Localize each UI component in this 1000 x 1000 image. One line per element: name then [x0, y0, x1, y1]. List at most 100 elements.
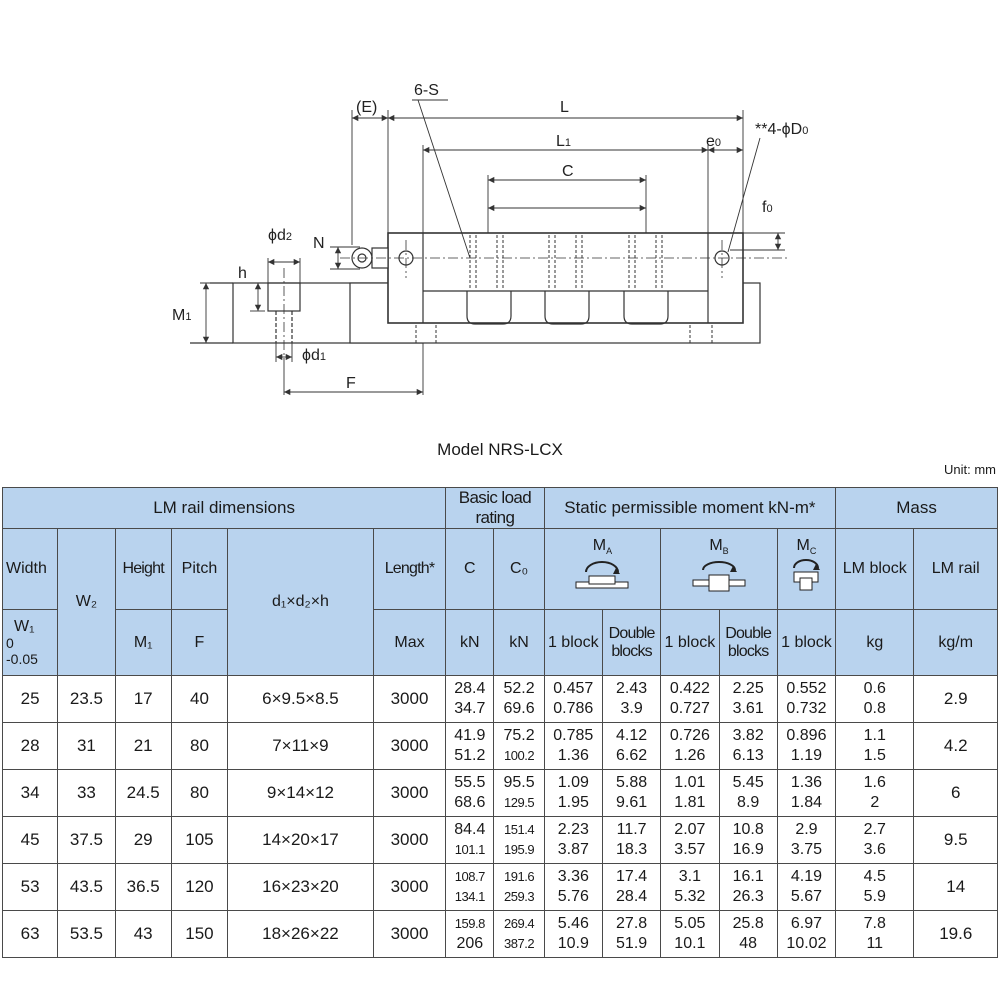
cell-c-value: 101.1: [454, 842, 486, 857]
cell-c-value: 134.1: [454, 889, 486, 904]
svg-text:M1: M1: [172, 307, 191, 324]
cell-c-value: 159.8: [454, 916, 486, 931]
cell-ma1-value: 0.785: [553, 727, 594, 744]
technical-drawing: (E) 6-S L L1 C e0 **4-ϕD0 f0 ϕd2 N h M1 …: [172, 82, 808, 396]
cell-c0-value: 269.4: [504, 916, 535, 931]
svg-text:e0: e0: [706, 133, 721, 150]
cell-mb1-value: 10.1: [674, 935, 706, 952]
cell-mb1-value: 3.57: [674, 841, 706, 858]
svg-text:ϕd2: ϕd2: [268, 227, 292, 244]
header-max: Max: [372, 609, 447, 676]
cell-blk-value: 1.1: [863, 727, 886, 744]
cell-mc1-value: 3.75: [790, 841, 823, 858]
cell-w2: 53.5: [57, 910, 116, 958]
header-kg: kg: [835, 609, 915, 676]
cell-ma1-value: 2.23: [557, 821, 589, 838]
cell-d: 9×14×12: [227, 769, 374, 817]
cell-blk-value: 4.5: [863, 868, 886, 885]
cell-c0-value: 195.9: [504, 842, 535, 857]
header-lm-rail: LM rail dimensions: [1, 487, 447, 529]
cell-mb1: 3.1 5.32: [660, 863, 720, 911]
dim-e0: e: [706, 133, 715, 150]
cell-m1: 36.5: [114, 863, 172, 911]
svg-text:f0: f0: [762, 199, 773, 216]
mc-label: M: [796, 536, 810, 554]
cell-w1: 28: [1, 722, 59, 770]
cell-c0-value: 259.3: [504, 889, 535, 904]
mc-moment-icon: [793, 559, 821, 591]
cell-blk-value: 2.7: [863, 821, 886, 838]
ma-moment-icon: [575, 561, 629, 589]
header-mc: MC: [776, 528, 837, 610]
header-c0: C₀: [493, 528, 545, 610]
cell-ma1-value: 3.87: [557, 841, 589, 858]
header-pitch: Pitch: [170, 528, 229, 610]
cell-w2: 43.5: [57, 863, 116, 911]
header-w1: W₁ 0 -0.05: [1, 609, 59, 676]
cell-len: 3000: [372, 816, 447, 864]
cell-mb2-value: 6.13: [732, 747, 764, 764]
cell-mc1-value: 0.732: [786, 700, 827, 717]
cell-c0-value: 191.6: [504, 869, 535, 884]
dim-e0-sub: 0: [715, 137, 721, 149]
cell-c0: 191.6 259.3: [493, 863, 545, 911]
cell-ma2-value: 3.9: [620, 700, 643, 717]
cell-mc1-value: 4.19: [790, 868, 823, 885]
cell-c-value: 51.2: [454, 747, 486, 764]
cell-mb2-value: 16.1: [732, 868, 764, 885]
cell-d: 18×26×22: [227, 910, 374, 958]
cell-ma2-value: 17.4: [616, 868, 648, 885]
cell-mb1-value: 5.32: [674, 888, 706, 905]
cell-w2: 31: [57, 722, 116, 770]
cell-len: 3000: [372, 910, 447, 958]
cell-f: 120: [170, 863, 229, 911]
header-ma-1block: 1 block: [543, 609, 603, 676]
dim-4D0-sub: 0: [802, 125, 808, 137]
cell-mb2-value: 10.8: [732, 821, 764, 838]
cell-c0-value: 100.2: [504, 748, 535, 763]
dim-M1: M: [172, 307, 185, 324]
cell-mb2-value: 26.3: [732, 888, 764, 905]
header-m1: M₁: [114, 609, 172, 676]
cell-blk-value: 1.5: [863, 747, 886, 764]
dim-L1: L: [556, 133, 565, 150]
mb-label: M: [709, 536, 723, 554]
cell-m1: 21: [114, 722, 172, 770]
cell-c-value: 28.4: [454, 680, 486, 697]
cell-blk-value: 1.6: [863, 774, 886, 791]
cell-w1: 34: [1, 769, 59, 817]
dim-d2-sub: 2: [286, 231, 292, 243]
cell-mb2: 10.8 16.9: [718, 816, 778, 864]
cell-ma1-value: 0.457: [553, 680, 594, 697]
cell-mb1-value: 3.1: [678, 868, 701, 885]
cell-m1: 29: [114, 816, 172, 864]
cell-w1: 25: [1, 675, 59, 723]
cell-mc1-value: 6.97: [790, 915, 823, 932]
cell-w2: 37.5: [57, 816, 116, 864]
cell-rail: 19.6: [913, 910, 998, 958]
cell-mb1-value: 1.81: [674, 794, 706, 811]
cell-ma1-value: 1.95: [557, 794, 589, 811]
cell-mb2-value: 16.9: [732, 841, 764, 858]
cell-m1: 43: [114, 910, 172, 958]
dim-6S: 6-S: [414, 82, 439, 99]
